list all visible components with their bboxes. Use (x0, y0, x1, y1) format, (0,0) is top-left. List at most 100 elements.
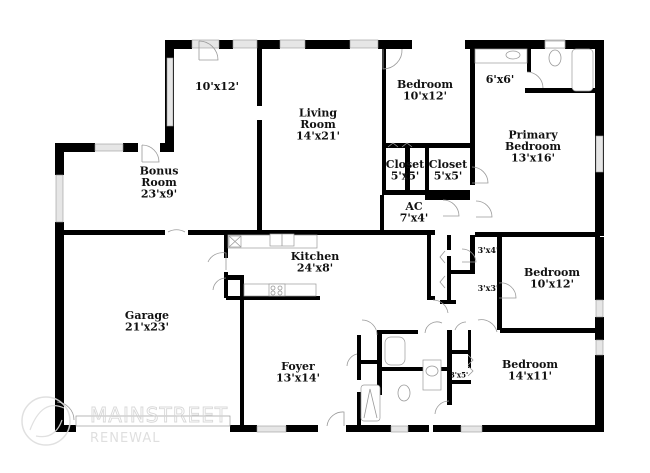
window (166, 57, 174, 127)
room-size: 10'x12' (530, 278, 574, 291)
wall-segment (224, 230, 228, 258)
wall-segment (595, 317, 604, 340)
wall-segment (380, 230, 435, 235)
window (595, 135, 604, 173)
room-labels: 10'x12'LivingRoom14'x21'Bedroom10'x12'6'… (125, 73, 580, 385)
window (256, 425, 287, 433)
toilet-tank (544, 40, 566, 49)
garage-door (75, 415, 231, 427)
wall-segment (226, 296, 320, 300)
wall-segment (447, 270, 475, 274)
room-label: 3'x4' (478, 245, 499, 255)
room-size: 14'x11' (508, 370, 552, 383)
window (191, 39, 220, 49)
wall-segment (257, 40, 262, 106)
wall-segment (226, 275, 240, 280)
room-label: AC7'x4' (400, 200, 429, 225)
wall-segment (527, 48, 531, 72)
stove-icon (268, 283, 286, 297)
room-label: 6'x6' (486, 73, 515, 86)
room-size: 13'x14' (276, 372, 320, 385)
bathtub-hall (384, 336, 406, 366)
bifold-door-icon (387, 142, 413, 148)
wall-segment (425, 143, 429, 192)
wall-segment (595, 355, 604, 432)
bathtub-primary (571, 48, 594, 92)
room-name: Room (141, 176, 177, 189)
wall-segment (55, 143, 64, 175)
wall-segment (425, 195, 470, 200)
window (55, 174, 64, 223)
door-swing (141, 144, 160, 163)
bifold-door-icon (467, 354, 474, 377)
door-swing (475, 200, 493, 218)
wall-segment (160, 143, 174, 152)
wall-segment (470, 48, 475, 185)
room-size: 23'x9' (141, 187, 177, 200)
room-name: Room (300, 118, 336, 131)
room-size: 13'x16' (511, 151, 555, 164)
wall-segment (447, 350, 471, 354)
wall-segment (475, 232, 600, 237)
wall-segment (123, 143, 138, 152)
wall-segment (257, 40, 280, 49)
wall-segment (447, 380, 471, 384)
room-size: 3'x5' (450, 370, 468, 379)
room-name: Garage (125, 309, 169, 322)
toilet-hall-icon (397, 384, 411, 402)
wall-segment (382, 367, 450, 371)
room-name: Living (299, 106, 337, 119)
fixtures (75, 40, 594, 427)
room-size: 5'x5' (434, 170, 463, 183)
room-label: 3'x5' (450, 370, 468, 379)
room-name: Bedroom (524, 266, 580, 279)
wall-segment (468, 330, 471, 368)
sink-icon (505, 50, 521, 60)
wall-segment (219, 40, 233, 49)
window (460, 425, 483, 433)
wall-segment (55, 230, 165, 235)
door-swing (454, 321, 467, 331)
room-name: Primary (508, 128, 558, 141)
room-size: 3'x4' (478, 245, 499, 255)
door-swing (498, 282, 517, 299)
room-name: Bedroom (397, 78, 453, 91)
room-size: 7'x4' (400, 212, 429, 225)
wall-segment (357, 392, 361, 432)
wall-segment (286, 425, 318, 432)
room-size: 21'x23' (125, 321, 169, 334)
door-swing (477, 319, 498, 333)
room-size: 10'x12' (403, 90, 447, 103)
sink-hall-icon (425, 365, 439, 377)
wall-segment (447, 256, 451, 300)
watermark-brand: MAINSTREET (90, 403, 228, 427)
wall-segment (380, 195, 384, 235)
door-swing (326, 411, 345, 427)
wall-segment (378, 40, 412, 49)
room-label: 10'x12' (195, 80, 239, 93)
wall-segment (357, 335, 361, 380)
room-name: Bonus (140, 164, 179, 177)
wall-segment (482, 425, 604, 432)
wall-segment (405, 143, 410, 195)
wall-segment (382, 330, 418, 334)
room-label: 3'x3' (478, 283, 499, 293)
door-swing (526, 71, 544, 89)
wall-segment (382, 48, 386, 195)
room-size: 14'x21' (296, 129, 340, 142)
wall-segment (230, 425, 257, 432)
wall-segment (377, 330, 382, 395)
wall-segment (175, 40, 192, 49)
door-swing (434, 400, 450, 415)
wall-segment (382, 190, 470, 195)
window (279, 39, 306, 49)
wall-segment (240, 275, 244, 430)
wall-segment (257, 120, 262, 232)
wall-segment (55, 222, 64, 428)
